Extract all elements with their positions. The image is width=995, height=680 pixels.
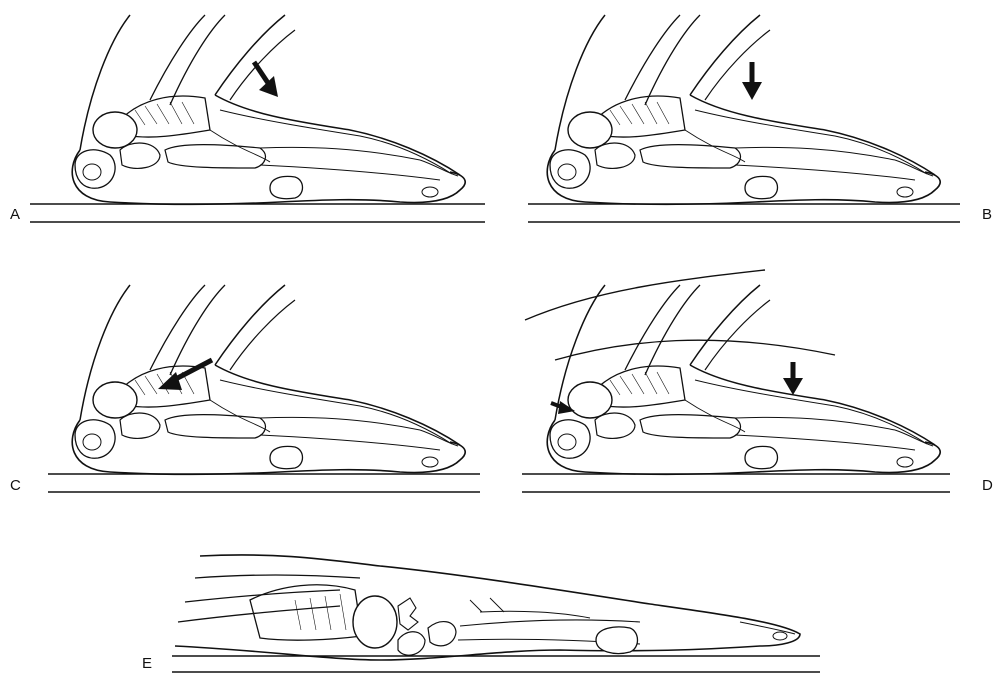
- panel-e: [175, 555, 800, 660]
- panel-label-a: A: [10, 207, 20, 222]
- panel-d: [525, 270, 940, 474]
- arrow-b: [742, 62, 762, 100]
- panel-label-c: C: [10, 478, 21, 493]
- arrow-a: [254, 62, 278, 97]
- panel-c: [72, 285, 465, 474]
- arrow-c: [158, 360, 212, 390]
- panel-label-e: E: [142, 656, 152, 671]
- panel-b: [547, 15, 940, 204]
- panel-label-d: D: [982, 478, 993, 493]
- panel-label-b: B: [982, 207, 992, 222]
- panel-a: [72, 15, 465, 204]
- arrow-d-large: [783, 362, 803, 395]
